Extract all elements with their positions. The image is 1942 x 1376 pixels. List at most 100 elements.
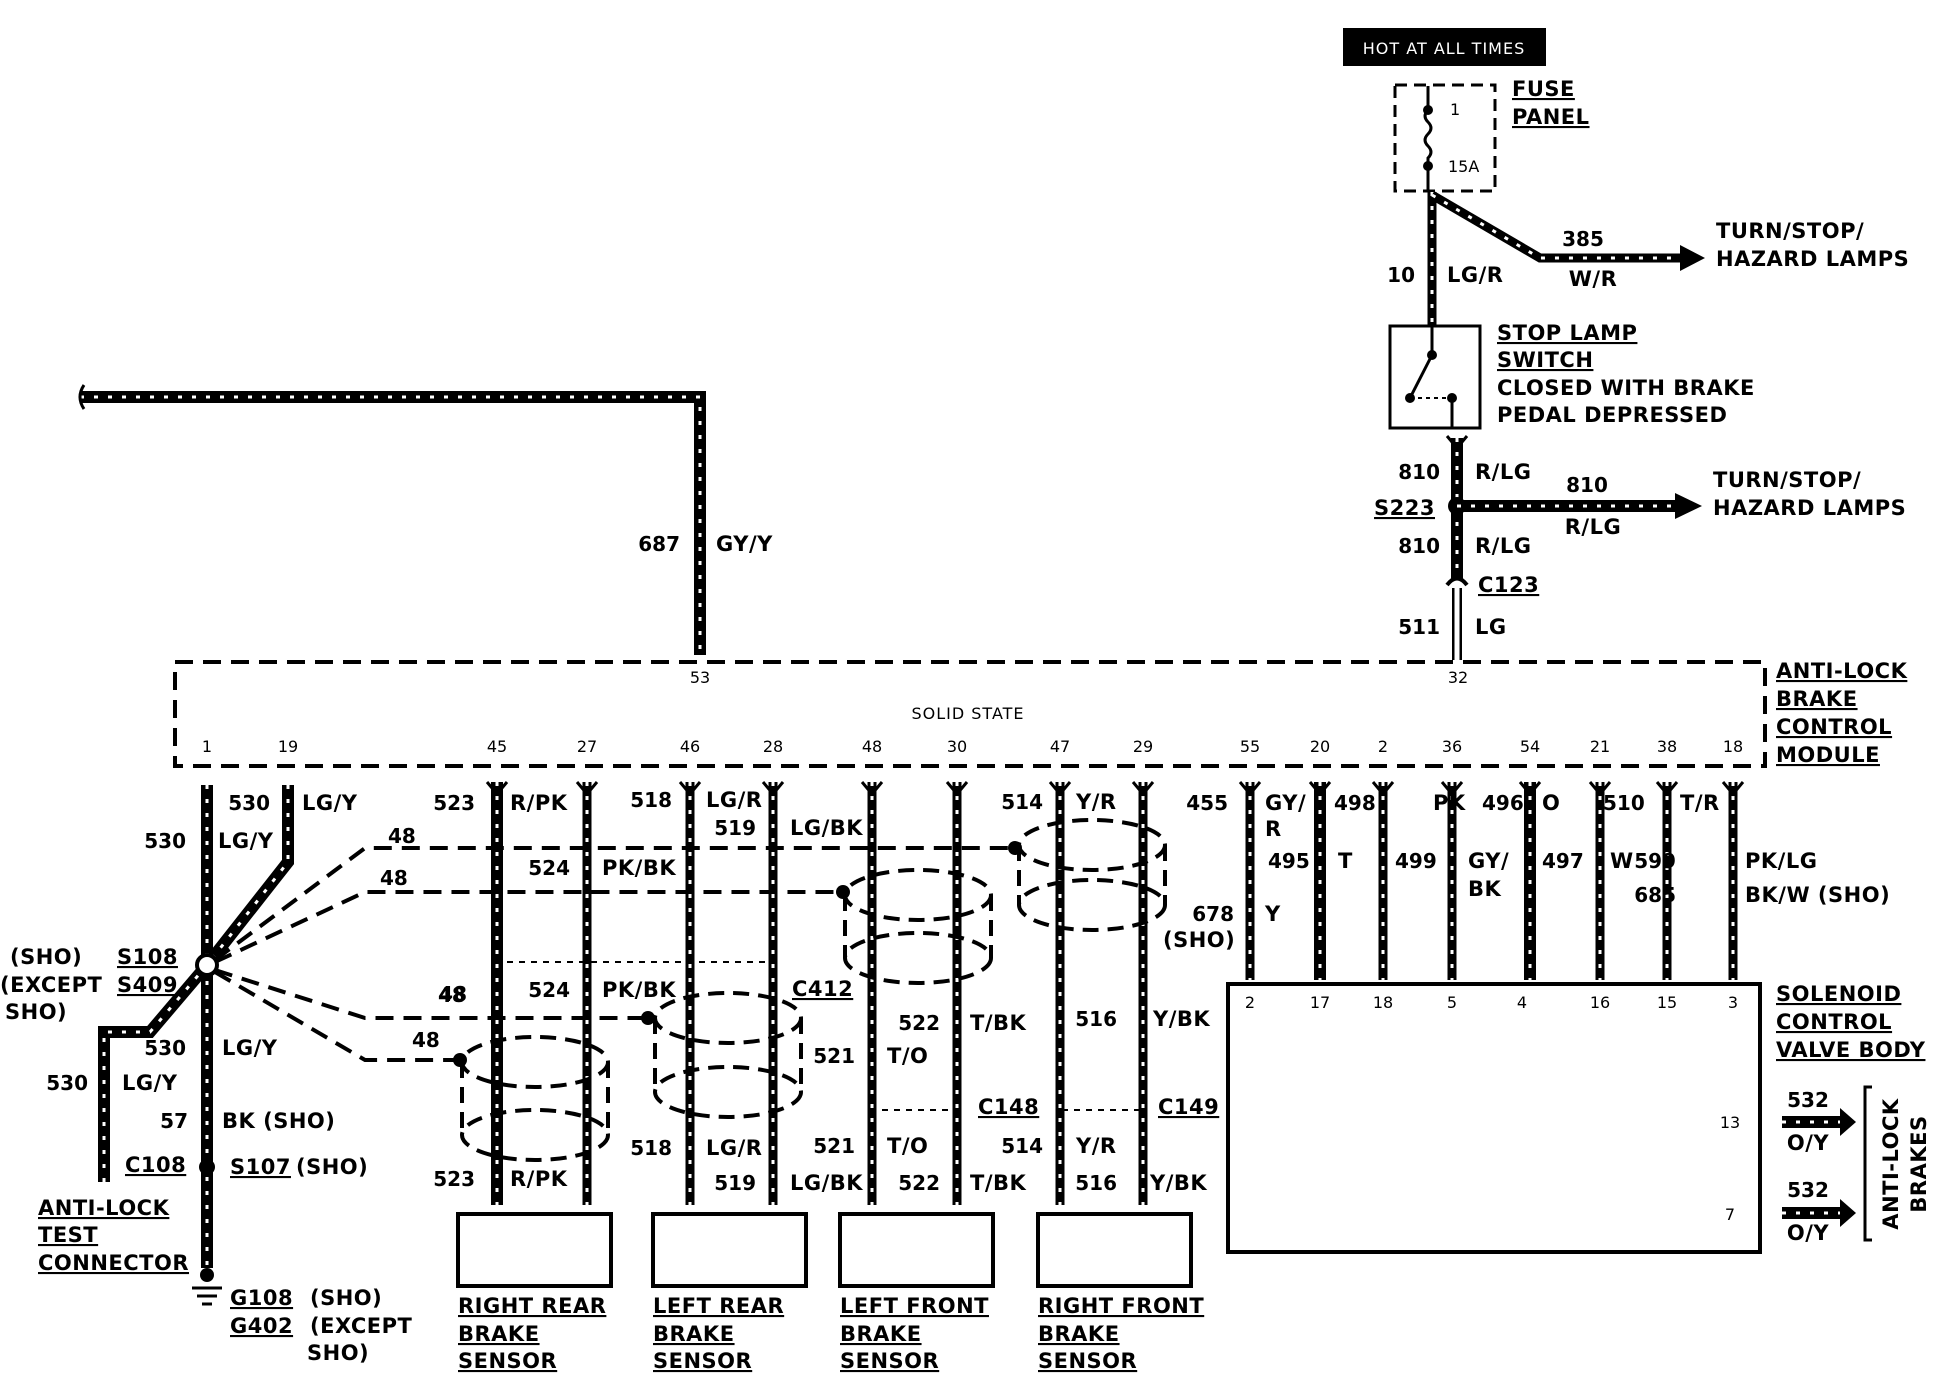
wire-810c-color: R/LG xyxy=(1565,515,1621,539)
wire-385-color: W/R xyxy=(1569,267,1618,291)
module-pin-bottom: 47 xyxy=(1050,737,1070,756)
valve-pin: 15 xyxy=(1657,993,1677,1012)
left-rear-label-3: SENSOR xyxy=(653,1349,752,1373)
turn-stop-2-line-2: HAZARD LAMPS xyxy=(1713,496,1906,520)
splice-s108-label: S108 xyxy=(117,945,178,969)
wire-48-d xyxy=(213,970,460,1062)
left-front-sensor-box xyxy=(838,1212,995,1288)
splice-s223-label: S223 xyxy=(1374,496,1435,520)
module-pin-bottom: 20 xyxy=(1310,737,1330,756)
module-pin-bottom: 19 xyxy=(278,737,298,756)
wire-523b-number: 523 xyxy=(433,1167,475,1191)
wire-687-number: 687 xyxy=(638,532,680,556)
module-pin-bottom: 1 xyxy=(202,737,212,756)
splice-s107 xyxy=(199,1159,215,1175)
connector-c123 xyxy=(1445,576,1469,587)
wire-519a-number: 519 xyxy=(714,816,756,840)
splice-s108 xyxy=(195,953,219,977)
fuse-panel-label-1: FUSE xyxy=(1512,77,1575,101)
wire-48d-number: 48 xyxy=(412,1028,440,1052)
turn-stop-1-line-2: HAZARD LAMPS xyxy=(1716,247,1909,271)
wire-810b-color: R/LG xyxy=(1475,534,1531,558)
wire-530a-color: LG/Y xyxy=(218,829,274,853)
connector-c412-label: C412 xyxy=(792,977,853,1001)
right-rear-sensor-box xyxy=(456,1212,613,1288)
wire-532a-color: O/Y xyxy=(1787,1131,1830,1155)
wire-511-color: LG xyxy=(1475,615,1507,639)
wire-810b-number: 810 xyxy=(1398,534,1440,558)
wire-519b-color: LG/BK xyxy=(790,1171,863,1195)
valve-title-2: CONTROL xyxy=(1776,1010,1892,1034)
wire-521b-number: 521 xyxy=(813,1134,855,1158)
right-rear-label-3: SENSOR xyxy=(458,1349,557,1373)
stop-lamp-label-1: STOP LAMP xyxy=(1497,321,1637,345)
left-front-label-2: BRAKE xyxy=(840,1322,922,1346)
splice-s107-label: S107 xyxy=(230,1155,291,1179)
wire-522a-color: T/BK xyxy=(970,1011,1027,1035)
wire-519b-number: 519 xyxy=(714,1171,756,1195)
abs-module-box xyxy=(173,660,1767,768)
wire-523b-color: R/PK xyxy=(510,1167,568,1191)
wire-10-color: LG/R xyxy=(1447,263,1503,287)
wire-511-number: 511 xyxy=(1398,615,1440,639)
connector-c108-label: C108 xyxy=(125,1153,186,1177)
wire-57-number: 57 xyxy=(160,1109,188,1133)
wire-685-color: PK/LG xyxy=(1745,849,1817,873)
module-pin-bottom: 55 xyxy=(1240,737,1260,756)
stop-lamp-label-3: CLOSED WITH BRAKE xyxy=(1497,376,1755,400)
wire-496-color: PK xyxy=(1433,791,1466,815)
wire-497-color-2: BK xyxy=(1468,877,1502,901)
module-pin-bottom: 18 xyxy=(1723,737,1743,756)
wire-48-a xyxy=(213,846,1015,962)
wire-498-color: T xyxy=(1338,849,1353,873)
wire-496-number: 496 xyxy=(1482,791,1524,815)
wire-522b-color: T/BK xyxy=(970,1171,1027,1195)
wire-497-number: 497 xyxy=(1542,849,1584,873)
ground-g402-note-2: SHO) xyxy=(307,1341,369,1365)
wire-530a-number: 530 xyxy=(144,829,186,853)
wire-685-number: 685 xyxy=(1634,883,1676,907)
wire-o-color: O xyxy=(1542,791,1560,815)
module-pin-bottom: 54 xyxy=(1520,737,1540,756)
ground-icon xyxy=(192,1286,222,1306)
right-rear-label-2: BRAKE xyxy=(458,1322,540,1346)
wire-455-color-2: R xyxy=(1265,817,1282,841)
wire-810a-number: 810 xyxy=(1398,460,1440,484)
module-title-4: MODULE xyxy=(1776,743,1880,767)
wire-516b-color: Y/BK xyxy=(1149,1171,1207,1195)
test-connector-label-3: CONNECTOR xyxy=(38,1251,189,1275)
wire-495-number: 495 xyxy=(1268,849,1310,873)
wire-524b-number: 524 xyxy=(528,978,570,1002)
wire-521a-number: 521 xyxy=(813,1044,855,1068)
wire-687-break-icon xyxy=(78,384,86,410)
wire-532b-color: O/Y xyxy=(1787,1221,1830,1245)
splice-s107-note: (SHO) xyxy=(296,1155,368,1179)
wire-518b-color: LG/R xyxy=(706,1136,762,1160)
left-front-label-3: SENSOR xyxy=(840,1349,939,1373)
module-pin-32: 32 xyxy=(1448,668,1468,687)
module-title-2: BRAKE xyxy=(1776,687,1858,711)
wire-497-color: GY/ xyxy=(1468,849,1509,873)
arrow-turn-stop-2 xyxy=(1675,493,1702,519)
fuse-panel: 1 15A xyxy=(1393,83,1497,193)
wire-530b-color: LG/Y xyxy=(302,791,358,815)
wire-530-to-pin-19 xyxy=(202,785,294,969)
right-front-label-3: SENSOR xyxy=(1038,1349,1137,1373)
ground-g108-note: (SHO) xyxy=(310,1286,382,1310)
wire-530b-number: 530 xyxy=(228,791,270,815)
anti-lock-brakes-label-1: ANTI-LOCK xyxy=(1879,1098,1903,1230)
wire-516b-number: 516 xyxy=(1075,1171,1117,1195)
module-pin-bottom: 21 xyxy=(1590,737,1610,756)
left-rear-sensor-box xyxy=(651,1212,808,1288)
wire-48c-number: 48 xyxy=(438,983,466,1007)
module-pin-bottom: 29 xyxy=(1133,737,1153,756)
module-pin-bottom: 27 xyxy=(577,737,597,756)
wire-810c-number: 810 xyxy=(1566,473,1608,497)
wire-518b-number: 518 xyxy=(630,1136,672,1160)
wire-48-b xyxy=(214,890,843,964)
wire-530d-number: 530 xyxy=(46,1071,88,1095)
